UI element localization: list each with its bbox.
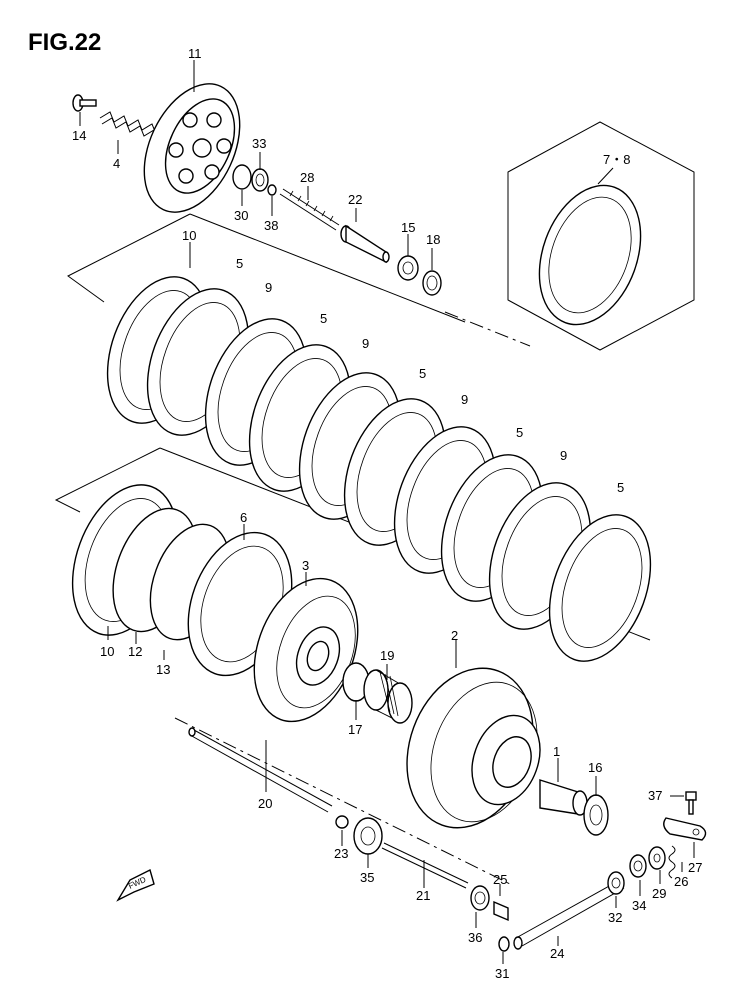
fwd-arrow-icon: FWD [116,868,155,902]
pressure-plate-group [72,69,442,296]
part-23-ball[interactable] [335,815,349,829]
callout-22: 22 [348,192,362,207]
clutch-plate-stack [54,213,669,675]
callout-36: 36 [468,930,482,945]
callout-5-d: 5 [516,425,523,440]
callout-23: 23 [334,846,348,861]
part-22-push-piece[interactable] [340,224,390,264]
part-11-pressure-plate[interactable] [125,69,259,228]
callout-33: 33 [252,136,266,151]
callout-13: 13 [156,662,170,677]
callout-5-b: 5 [320,311,327,326]
callout-32: 32 [608,910,622,925]
callout-14: 14 [72,128,86,143]
callout-24: 24 [550,946,564,961]
callout-1: 1 [553,744,560,759]
figure-title: FIG.22 [28,29,101,56]
callout-10-lower: 10 [100,644,114,659]
part-7-8-plate[interactable] [521,171,659,338]
part-1-sleeve[interactable] [539,779,588,816]
part-30-washer[interactable] [232,164,252,190]
part-16-thrust-washer[interactable] [583,794,609,836]
callout-labels: 11 14 4 30 33 38 28 22 15 18 7・8 10 5 9 … [72,46,702,981]
release-shaft-group [498,791,707,952]
callout-4: 4 [113,156,120,171]
part-32-bearing[interactable] [607,871,625,895]
part-15-nut[interactable] [397,255,419,281]
part-29-washer[interactable] [648,846,666,870]
callout-9-c: 9 [461,392,468,407]
part-25-bush[interactable] [493,900,509,922]
callout-2: 2 [451,628,458,643]
callout-35: 35 [360,870,374,885]
callout-28: 28 [300,170,314,185]
callout-20: 20 [258,796,272,811]
callout-9-a: 9 [265,280,272,295]
part-31-o-ring[interactable] [498,936,510,952]
callout-37: 37 [648,788,662,803]
callout-18: 18 [426,232,440,247]
callout-29: 29 [652,886,666,901]
part-5-steel-plate-e[interactable] [531,501,669,675]
part-26-spring[interactable] [668,845,676,879]
callout-3: 3 [302,558,309,573]
callout-6: 6 [240,510,247,525]
part-34-seal[interactable] [629,854,647,878]
callout-30: 30 [234,208,248,223]
leader-lines [79,60,695,964]
callout-16: 16 [588,760,602,775]
part-24-release-shaft[interactable] [513,879,625,950]
callout-7-8: 7・8 [603,152,630,167]
part-36-seal[interactable] [470,885,490,911]
callout-17: 17 [348,722,362,737]
plates [106,276,669,675]
callout-9-d: 9 [560,448,567,463]
callout-11: 11 [188,46,202,61]
part-20-rod[interactable] [174,717,511,885]
callout-5-c: 5 [419,366,426,381]
callout-26: 26 [674,874,688,889]
part-3-clutch-hub[interactable] [236,564,377,736]
callout-27: 27 [688,860,702,875]
part-33-bearing[interactable] [251,168,269,192]
callout-38: 38 [264,218,278,233]
callout-5-a: 5 [236,256,243,271]
part-37-bolt[interactable] [685,791,697,815]
callout-21: 21 [416,888,430,903]
inset-hexagon [507,121,695,351]
callout-25: 25 [493,872,507,887]
callout-12: 12 [128,644,142,659]
callout-31: 31 [495,966,509,981]
part-2-clutch-basket[interactable] [386,650,556,845]
part-18-washer[interactable] [422,270,442,296]
callout-19: 19 [380,648,394,663]
part-14-bolt[interactable] [72,94,97,112]
callout-10-upper: 10 [182,228,196,243]
callout-15: 15 [401,220,415,235]
part-19-needle-bearing[interactable] [363,669,413,724]
part-35-oil-seal[interactable] [353,817,383,855]
part-28-rod[interactable] [279,188,340,231]
callout-34: 34 [632,898,646,913]
part-27-release-lever[interactable] [663,817,707,841]
part-38-clip[interactable] [267,184,277,196]
callout-5-e: 5 [617,480,624,495]
part-21-pin[interactable] [381,842,469,889]
callout-9-b: 9 [362,336,369,351]
